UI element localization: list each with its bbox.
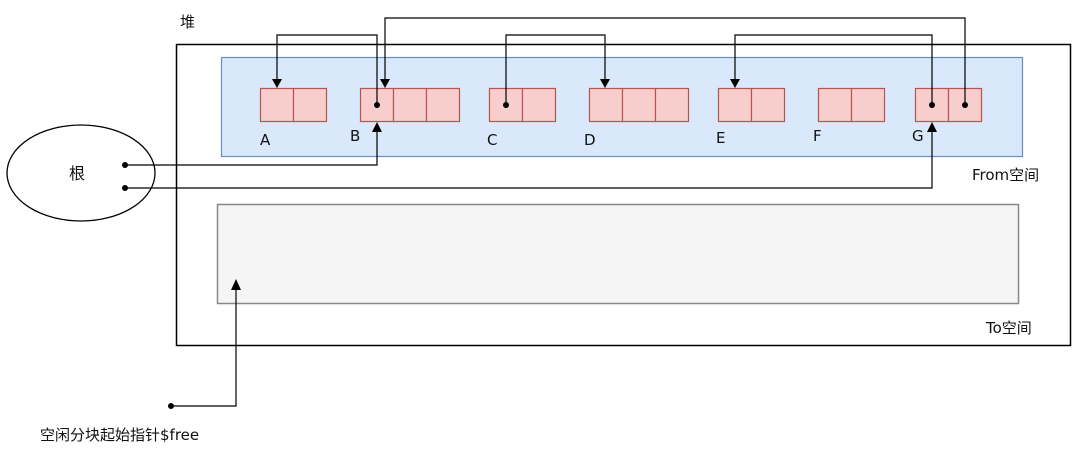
- arrowhead-tospace: [231, 279, 241, 290]
- object-e-cell-0: [717, 87, 753, 123]
- free-pointer-dot: [168, 403, 174, 409]
- ref-g-to-b: [384, 17, 966, 105]
- object-f-cell-0: [817, 87, 853, 123]
- arrowhead-e: [730, 79, 740, 88]
- object-f-cell-1: [850, 87, 886, 123]
- pointer-dot-c: [503, 102, 509, 108]
- pointer-dot-g1: [962, 102, 968, 108]
- objects-group: [259, 87, 983, 123]
- arrowhead-b-top: [380, 79, 390, 88]
- ref-root-to-b: [125, 132, 378, 166]
- object-label-d: D: [584, 131, 596, 149]
- root-dot-2: [122, 185, 128, 191]
- arrowhead-b-bottom: [372, 122, 382, 132]
- pointer-dot-b: [374, 102, 380, 108]
- arrowhead-d: [600, 79, 610, 88]
- object-label-b: B: [350, 127, 360, 145]
- ref-root-to-g: [125, 132, 933, 189]
- root-dot-1: [122, 162, 128, 168]
- to-space-label: To空间: [985, 319, 1032, 337]
- object-b-cell-2: [425, 87, 461, 123]
- free-pointer-label: 空闲分块起始指针$free: [40, 426, 199, 444]
- object-label-f: F: [813, 127, 822, 145]
- object-label-a: A: [260, 131, 271, 149]
- pointer-dot-g0: [929, 102, 935, 108]
- ref-free-to-tospace: [171, 290, 237, 407]
- ref-c-to-d: [505, 34, 606, 105]
- object-a-cell-1: [292, 87, 328, 123]
- object-label-e: E: [716, 129, 725, 147]
- root-ellipse: [6, 124, 156, 222]
- object-e-cell-1: [750, 87, 786, 123]
- object-label-c: C: [487, 131, 497, 149]
- object-b-cell-1: [392, 87, 428, 123]
- object-d-cell-2: [654, 87, 690, 123]
- object-d-cell-1: [621, 87, 657, 123]
- root-label: 根: [69, 164, 85, 183]
- ref-b-to-a: [276, 34, 378, 105]
- heap-label: 堆: [180, 13, 195, 31]
- object-label-g: G: [912, 127, 924, 145]
- object-d-cell-0: [588, 87, 624, 123]
- ref-g-to-e: [734, 34, 933, 105]
- from-space-label: From空间: [972, 166, 1039, 184]
- to-space: [216, 203, 1020, 305]
- arrowhead-g-bottom: [927, 122, 937, 132]
- object-c-cell-1: [521, 87, 557, 123]
- arrowhead-a: [272, 79, 282, 88]
- object-a-cell-0: [259, 87, 295, 123]
